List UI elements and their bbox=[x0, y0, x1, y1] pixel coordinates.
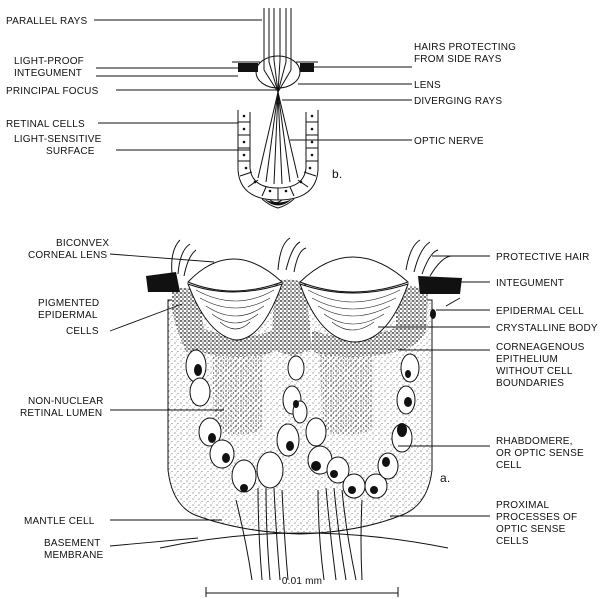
basement-membrane bbox=[160, 533, 448, 548]
label-basement-2: MEMBRANE bbox=[44, 550, 104, 561]
label-diverging-rays: DIVERGING RAYS bbox=[414, 96, 502, 107]
label-hairs-protecting-1: HAIRS PROTECTING bbox=[414, 42, 516, 53]
label-light-proof-integument-2: INTEGUMENT bbox=[14, 68, 82, 79]
integument bbox=[146, 272, 180, 292]
label-light-sensitive-2: SURFACE bbox=[46, 146, 95, 157]
label-integument: INTEGUMENT bbox=[496, 278, 564, 289]
diagram-b-label: b. bbox=[332, 167, 342, 181]
label-light-proof-integument-1: LIGHT-PROOF bbox=[14, 56, 84, 67]
label-rhabdomere-2: OR OPTIC SENSE bbox=[496, 448, 584, 459]
label-optic-nerve: OPTIC NERVE bbox=[414, 136, 484, 147]
label-protective-hair: PROTECTIVE HAIR bbox=[496, 252, 590, 263]
label-biconvex-2: CORNEAL LENS bbox=[28, 250, 107, 261]
scale-bar-label: 0.01 mm bbox=[282, 576, 322, 587]
label-pigmented-2: EPIDERMAL bbox=[38, 310, 98, 321]
light-proof-integument bbox=[238, 63, 258, 72]
label-light-sensitive-1: LIGHT-SENSITIVE bbox=[14, 134, 102, 145]
label-corneagenous-4: BOUNDARIES bbox=[496, 378, 564, 389]
label-pigmented-3: CELLS bbox=[66, 326, 99, 337]
label-non-nuclear-1: NON-NUCLEAR bbox=[28, 396, 104, 407]
diagram-b-labels: PARALLEL RAYS LIGHT-PROOF INTEGUMENT PRI… bbox=[6, 16, 516, 181]
hair-block bbox=[300, 63, 314, 72]
eye-diagram-b bbox=[94, 8, 412, 208]
label-basement-1: BASEMENT bbox=[44, 538, 101, 549]
label-corneagenous-3: WITHOUT CELL bbox=[496, 366, 573, 377]
eye-diagram-a: a. bbox=[110, 238, 490, 597]
label-rhabdomere-1: RHABDOMERE, bbox=[496, 436, 573, 447]
label-hairs-protecting-2: FROM SIDE RAYS bbox=[414, 54, 502, 65]
label-biconvex-1: BICONVEX bbox=[56, 238, 109, 249]
diagram-b-right-leaders bbox=[282, 67, 412, 140]
label-lens: LENS bbox=[414, 80, 441, 91]
label-retinal-cells: RETINAL CELLS bbox=[6, 119, 85, 130]
parallel-rays bbox=[264, 8, 291, 70]
label-rhabdomere-3: CELL bbox=[496, 460, 522, 471]
label-crystalline-body: CRYSTALLINE BODY bbox=[496, 323, 598, 334]
label-proximal-2: PROCESSES OF bbox=[496, 512, 577, 523]
label-corneagenous-2: EPITHELIUM bbox=[496, 354, 558, 365]
diverging-rays bbox=[258, 92, 298, 184]
label-proximal-4: CELLS bbox=[496, 536, 529, 547]
label-proximal-1: PROXIMAL bbox=[496, 500, 550, 511]
label-proximal-3: OPTIC SENSE bbox=[496, 524, 566, 535]
label-parallel-rays: PARALLEL RAYS bbox=[6, 16, 87, 27]
label-non-nuclear-2: RETINAL LUMEN bbox=[20, 408, 102, 419]
diagram-a-label: a. bbox=[440, 471, 450, 485]
epidermal-cell bbox=[430, 309, 436, 319]
label-principal-focus: PRINCIPAL FOCUS bbox=[6, 86, 99, 97]
label-pigmented-1: PIGMENTED bbox=[38, 298, 99, 309]
diagram-b-left-leaders bbox=[94, 20, 276, 150]
lens bbox=[256, 56, 300, 88]
label-mantle-cell: MANTLE CELL bbox=[24, 516, 95, 527]
label-epidermal-cell: EPIDERMAL CELL bbox=[496, 306, 584, 317]
converging-rays bbox=[264, 60, 291, 92]
non-nuclear-retinal-lumen bbox=[212, 344, 262, 435]
label-corneagenous-1: CORNEAGENOUS bbox=[496, 342, 585, 353]
scale-bar bbox=[206, 587, 398, 597]
